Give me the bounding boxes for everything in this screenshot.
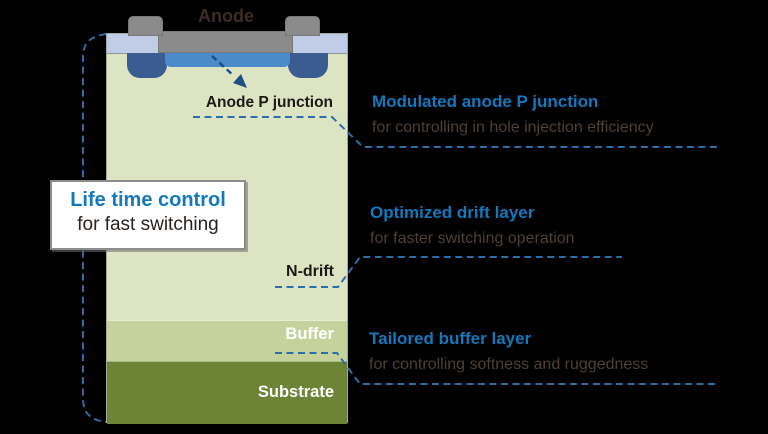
- substrate-label: Substrate: [257, 383, 334, 401]
- lifetime-control-subtitle: for fast switching: [77, 214, 219, 235]
- annotation-drift-layer: Optimized drift layer for faster switchi…: [370, 203, 740, 247]
- anode-metal-bump-left: [128, 16, 163, 36]
- anode-metal-bump-right: [285, 16, 320, 36]
- annotation-title: Optimized drift layer: [370, 203, 535, 222]
- p-well-right: [288, 53, 328, 78]
- p-well-left: [127, 53, 167, 78]
- anode-p-junction-label: Anode P junction: [205, 94, 333, 111]
- anode-metal-bar: [158, 31, 293, 53]
- annotation-anode-p-junction: Modulated anode P junction for controlli…: [372, 92, 742, 136]
- buffer-label: Buffer: [285, 325, 334, 343]
- lifetime-control-callout: Life time control for fast switching: [50, 180, 246, 250]
- annotation-subtitle: for controlling softness and ruggedness: [369, 355, 649, 373]
- annotation-subtitle: for controlling in hole injection effici…: [372, 118, 654, 136]
- anode-label: Anode: [198, 6, 254, 26]
- n-drift-label: N-drift: [286, 263, 334, 280]
- annotation-buffer-layer: Tailored buffer layer for controlling so…: [369, 329, 739, 373]
- annotation-title: Modulated anode P junction: [372, 92, 599, 111]
- anode-p-junction-region: [165, 53, 290, 67]
- annotation-subtitle: for faster switching operation: [370, 229, 575, 247]
- lifetime-control-title: Life time control: [70, 189, 226, 211]
- annotation-title: Tailored buffer layer: [369, 329, 532, 348]
